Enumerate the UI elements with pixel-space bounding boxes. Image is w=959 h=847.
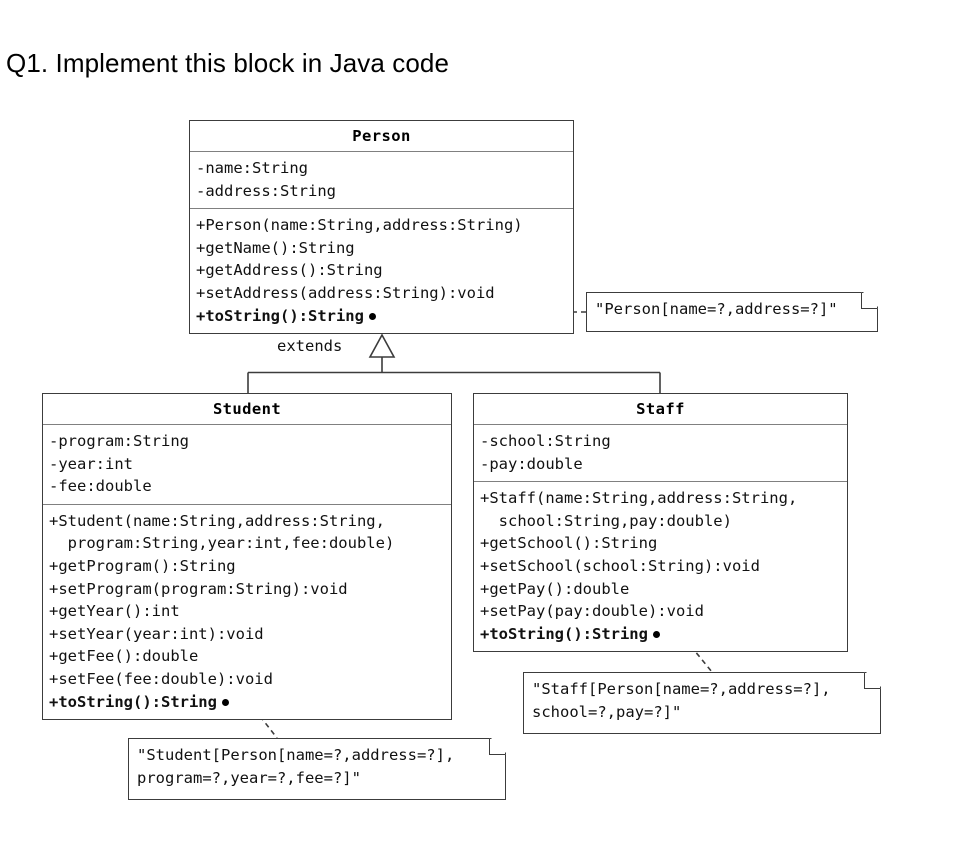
note-shape — [523, 672, 881, 734]
method-row: +setSchool(school:String):void — [480, 556, 760, 575]
method-row: +setAddress(address:String):void — [196, 283, 495, 302]
class-name-person: Person — [190, 121, 573, 152]
note-text: "Staff[Person[name=?,address=?], school=… — [532, 680, 831, 721]
method-row: +setPay(pay:double):void — [480, 602, 704, 621]
attribute-row: -name:String — [196, 159, 308, 177]
methods-compartment-student: +Student(name:String,address:String, pro… — [43, 505, 451, 719]
note-anchor-dot-icon — [221, 698, 229, 706]
note-anchor-dot-icon — [368, 312, 376, 320]
method-row: +getSchool():String — [480, 534, 658, 553]
method-row: +Person(name:String,address:String) — [196, 216, 523, 235]
method-row: +setProgram(program:String):void — [49, 579, 348, 598]
uml-class-student[interactable]: Student -program:String -year:int -fee:d… — [42, 393, 452, 721]
uml-class-person[interactable]: Person -name:String -address:String +Per… — [189, 120, 574, 335]
method-label: +toString():String — [49, 692, 217, 711]
method-label: +toString():String — [480, 624, 648, 643]
attribute-row: -pay:double — [480, 454, 583, 473]
method-row-tostring: +toString():String — [49, 691, 451, 714]
method-row: +getProgram():String — [49, 556, 236, 575]
note-anchor-dot-icon — [652, 630, 660, 638]
uml-class-staff[interactable]: Staff -school:String -pay:double +Staff(… — [473, 393, 848, 653]
note-staff-tostring: "Staff[Person[name=?,address=?], school=… — [523, 672, 881, 734]
page-title: Q1. Implement this block in Java code — [6, 48, 450, 78]
class-name-staff: Staff — [474, 394, 847, 425]
attributes-compartment-student: -program:String -year:int -fee:double — [43, 425, 451, 505]
method-row: +getYear():int — [49, 602, 180, 621]
note-person-tostring: "Person[name=?,address=?]" — [586, 292, 878, 332]
note-text: "Person[name=?,address=?]" — [595, 300, 838, 318]
attribute-row: -year:int — [49, 454, 133, 473]
attribute-row: -school:String — [480, 432, 611, 450]
note-text: "Student[Person[name=?,address=?], progr… — [137, 746, 455, 787]
method-row: +getFee():double — [49, 647, 199, 666]
attribute-row: -fee:double — [49, 477, 152, 496]
method-row-tostring: +toString():String — [480, 623, 847, 646]
method-row: +getAddress():String — [196, 261, 383, 280]
methods-compartment-staff: +Staff(name:String,address:String, schoo… — [474, 482, 847, 651]
method-row: +setFee(fee:double):void — [49, 669, 273, 688]
relationship-label-extends: extends — [277, 337, 343, 355]
method-row: +getName():String — [196, 238, 355, 257]
method-label: +toString():String — [196, 306, 364, 325]
attribute-row: -program:String — [49, 432, 189, 450]
method-row-constructor: +Student(name:String,address:String, pro… — [49, 511, 395, 553]
attributes-compartment-staff: -school:String -pay:double — [474, 425, 847, 483]
method-row-constructor: +Staff(name:String,address:String, schoo… — [480, 489, 798, 530]
attributes-compartment-person: -name:String -address:String — [190, 152, 573, 210]
inheritance-arrowhead — [368, 333, 396, 358]
method-row: +getPay():double — [480, 579, 630, 598]
method-row-tostring: +toString():String — [196, 305, 573, 328]
note-student-tostring: "Student[Person[name=?,address=?], progr… — [128, 738, 506, 800]
method-row: +setYear(year:int):void — [49, 624, 264, 643]
note-shape — [128, 738, 506, 800]
attribute-row: -address:String — [196, 181, 336, 200]
methods-compartment-person: +Person(name:String,address:String) +get… — [190, 209, 573, 333]
class-name-student: Student — [43, 394, 451, 425]
